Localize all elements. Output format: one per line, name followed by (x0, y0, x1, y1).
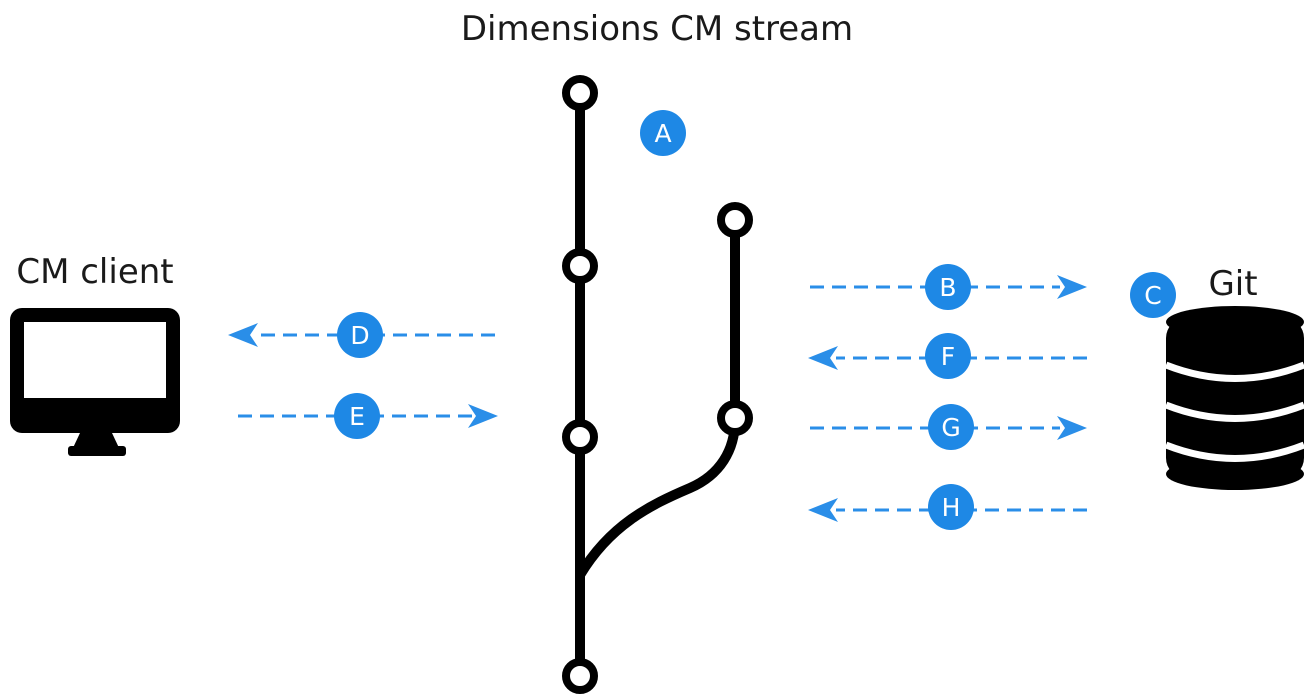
svg-text:A: A (654, 119, 671, 148)
badge-d: D (350, 321, 369, 350)
arrow-h: H (808, 484, 1087, 530)
commit-node (562, 658, 598, 694)
badge-a: A (640, 110, 686, 156)
arrow-g: G (810, 404, 1087, 450)
arrow-e: E (238, 393, 498, 439)
svg-text:C: C (1144, 281, 1161, 310)
monitor-icon (10, 308, 180, 456)
badge-b: B (939, 273, 956, 302)
branch-line (575, 222, 740, 578)
arrow-f: F (808, 333, 1087, 379)
commit-node (562, 248, 598, 284)
commit-node (562, 75, 598, 111)
badge-c: C (1130, 272, 1176, 318)
client-title: CM client (16, 252, 173, 292)
commit-node (717, 202, 753, 238)
badge-h: H (942, 493, 961, 522)
arrow-d: D (228, 312, 495, 358)
commit-node (562, 419, 598, 455)
badge-g: G (941, 413, 960, 442)
git-title: Git (1208, 264, 1257, 304)
database-icon (1164, 306, 1306, 490)
commit-node (717, 400, 753, 436)
arrow-b: B (810, 264, 1087, 310)
stream-title: Dimensions CM stream (461, 9, 853, 49)
badge-e: E (349, 402, 365, 431)
badge-f: F (941, 342, 955, 371)
